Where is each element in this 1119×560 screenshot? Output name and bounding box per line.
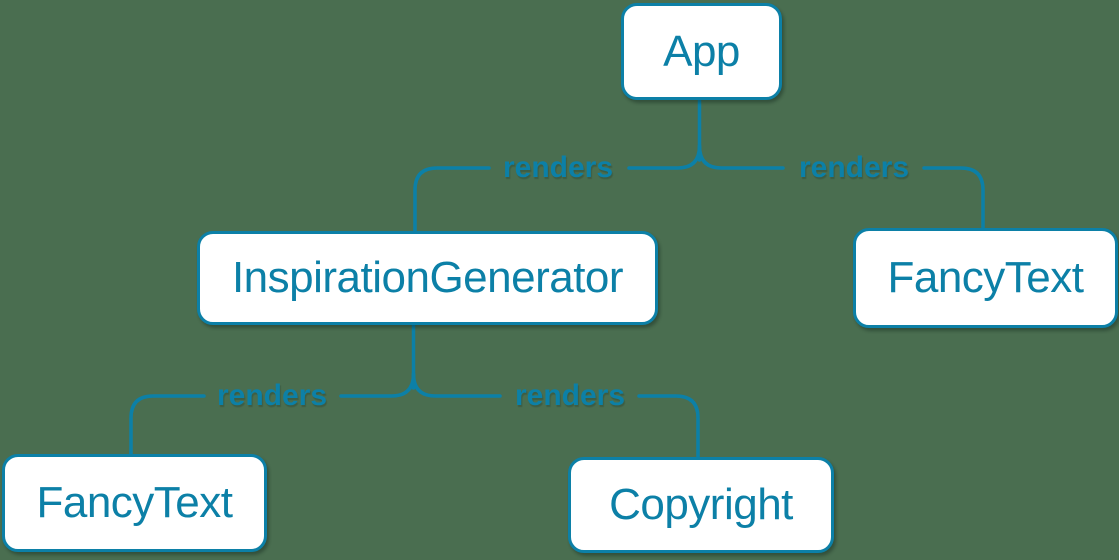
edge-inspirationgenerator-to-copyright-a [411, 372, 502, 398]
node-copyright-label: Copyright [609, 480, 793, 529]
node-copyright: Copyright [568, 457, 834, 553]
edge-inspirationgenerator-to-fancytext-a [339, 372, 416, 398]
edge-app-to-fancytext-a [697, 144, 785, 170]
node-fancy-text-left: FancyText [2, 454, 267, 552]
node-inspiration-generator-label: InspirationGenerator [231, 253, 624, 302]
edge-inspirationgenerator-to-copyright-b [637, 394, 700, 459]
edge-inspirationgenerator-to-fancytext-b [129, 394, 206, 456]
edge-label-app-inspirationgenerator: renders [502, 151, 614, 184]
edge-app-to-fancytext-b [922, 166, 985, 230]
node-app-label: App [663, 26, 740, 76]
edge-label-inspirationgenerator-copyright: renders [514, 379, 626, 412]
node-fancy-text-right: FancyText [853, 228, 1118, 328]
edge-label-app-fancytext: renders [798, 151, 910, 184]
edge-label-inspirationgenerator-fancytext: renders [216, 379, 328, 412]
edge-app-to-inspirationgenerator-b [413, 166, 491, 233]
edge-app-to-inspirationgenerator-a [627, 144, 702, 170]
node-inspiration-generator: InspirationGenerator [197, 231, 658, 325]
node-fancy-text-left-label: FancyText [36, 478, 233, 527]
node-app: App [621, 3, 782, 100]
node-fancy-text-right-label: FancyText [887, 253, 1084, 302]
